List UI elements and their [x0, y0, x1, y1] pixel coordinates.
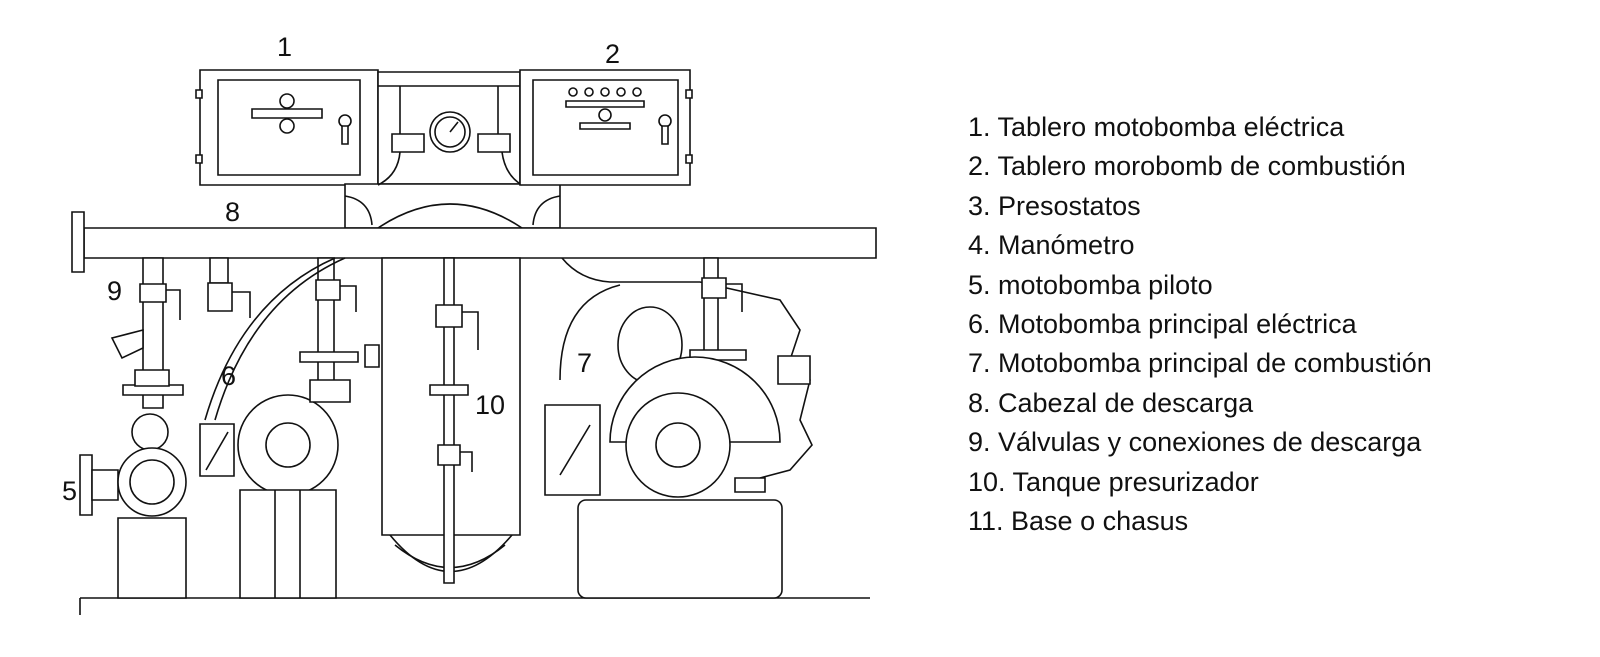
- legend-item: 8. Cabezal de descarga: [968, 387, 1254, 418]
- callout-2: 2: [605, 39, 620, 69]
- main-electric-pump: [200, 258, 379, 598]
- legend-item: 6. Motobomba principal eléctrica: [968, 309, 1357, 340]
- pressure-switches: [378, 134, 522, 185]
- callout-9: 9: [107, 276, 122, 306]
- callout-5: 5: [62, 476, 77, 506]
- legend-item: 2. Tablero morobomb de combustión: [968, 151, 1406, 182]
- callout-7: 7: [577, 348, 592, 378]
- legend-item: 5. motobomba piloto: [968, 269, 1213, 300]
- callout-1: 1: [277, 32, 292, 62]
- legend-item: 7. Motobomba principal de combustión: [968, 348, 1432, 379]
- pump-system-drawing: 1 2 8 9 6 7 10 5: [62, 32, 900, 657]
- legend-item: 9. Válvulas y conexiones de descarga: [968, 427, 1422, 458]
- legend-item: 10. Tanque presurizador: [968, 466, 1259, 497]
- main-combustion-pump: [545, 258, 812, 598]
- manometer: [430, 112, 470, 152]
- combustion-pump-panel: [520, 70, 692, 185]
- discharge-valve: [208, 258, 250, 318]
- callout-10: 10: [475, 390, 505, 420]
- legend-item: 11. Base o chasus: [968, 506, 1189, 537]
- electric-pump-panel: [196, 70, 378, 185]
- legend-item: 4. Manómetro: [968, 230, 1135, 261]
- discharge-header: [72, 212, 876, 272]
- legend-item: 1. Tablero motobomba eléctrica: [968, 112, 1345, 142]
- pressure-tank: [382, 258, 520, 583]
- pilot-pump: [80, 258, 186, 598]
- gauge-housing: [345, 72, 560, 228]
- legend-list: 1. Tablero motobomba eléctrica 2. Tabler…: [968, 108, 1432, 541]
- base-frame: [80, 598, 870, 615]
- legend-item: 3. Presostatos: [968, 190, 1141, 221]
- callout-6: 6: [221, 361, 236, 391]
- callout-8: 8: [225, 197, 240, 227]
